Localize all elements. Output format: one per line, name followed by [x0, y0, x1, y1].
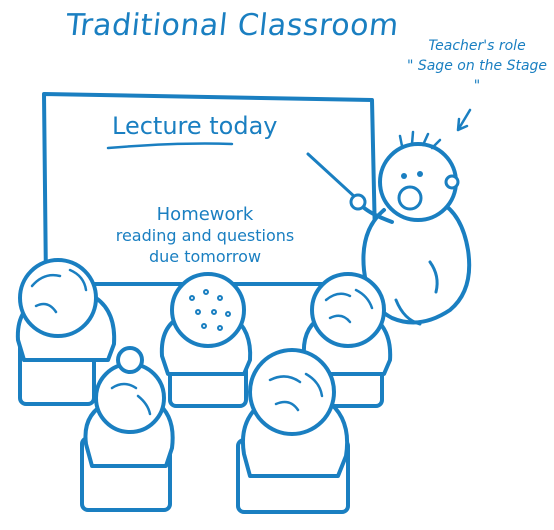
student-back-left-head — [18, 258, 98, 338]
annotation-arrow — [456, 108, 472, 132]
heading-underline — [106, 142, 234, 150]
student-front-left-head — [94, 362, 166, 434]
teacher-hand — [349, 193, 367, 211]
student-back-right-head — [310, 272, 386, 348]
student-back-middle-head — [170, 272, 246, 348]
board-line-reading: reading and questions — [115, 226, 295, 245]
teacher-role-line2: " Sage on the Stage " — [406, 58, 548, 94]
page-title: Traditional Classroom — [64, 8, 401, 43]
teacher-role-caption: Teacher's role " Sage on the Stage " — [402, 36, 552, 96]
board-line-homework: Homework — [156, 204, 254, 225]
teacher-hair — [398, 130, 442, 150]
student-front-right-head — [248, 348, 336, 436]
teacher-role-line1: Teacher's role — [428, 38, 526, 54]
board-homework-note: Homework reading and questions due tomor… — [80, 204, 330, 267]
pointer-stick — [306, 152, 358, 200]
student-front-left-bun — [116, 346, 144, 374]
board-heading: Lecture today — [112, 112, 278, 140]
teacher-body — [361, 200, 472, 325]
board-line-due: due tomorrow — [148, 247, 262, 266]
